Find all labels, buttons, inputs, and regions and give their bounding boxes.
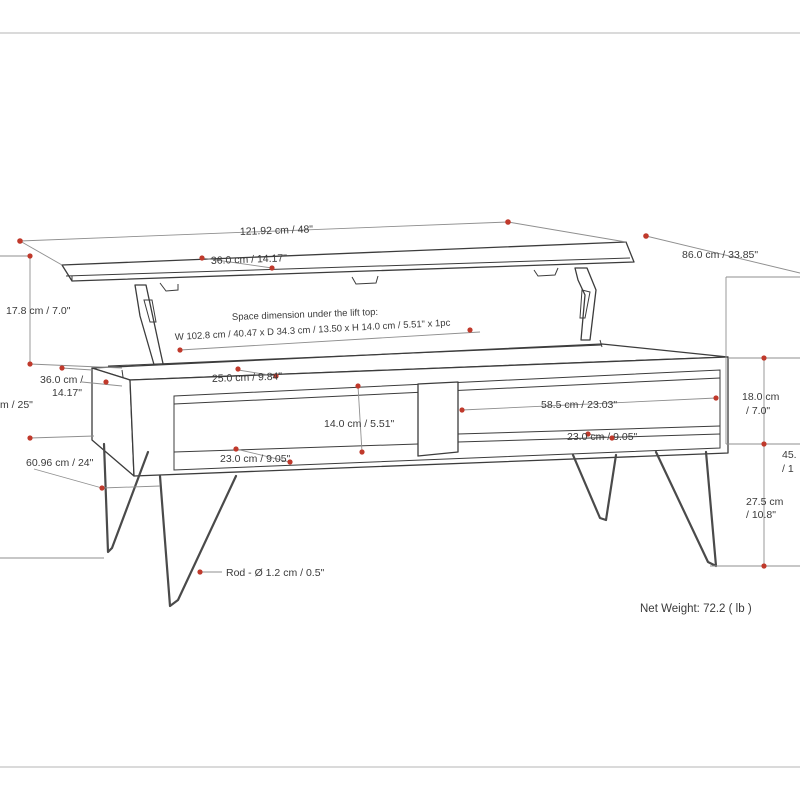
right-shelf-depth-label: 23.0 cm / 9.05" xyxy=(567,431,638,443)
total-height-left-label: m / 25" xyxy=(0,399,33,411)
lower-top-depth-label-2: 14.17" xyxy=(52,387,82,399)
overall-length-label: 121.92 cm / 48" xyxy=(240,223,314,238)
body-width-label: 60.96 cm / 24" xyxy=(26,457,94,469)
hairpin-leg-back-right xyxy=(571,453,618,522)
leg-height-label-2: / 10.8" xyxy=(746,509,776,521)
compartment-height-label: 14.0 cm / 5.51" xyxy=(324,418,395,430)
dimension-labels: 121.92 cm / 48" 36.0 cm / 14.17" 86.0 cm… xyxy=(0,223,797,615)
total-height-right-label: 45. xyxy=(782,449,797,461)
space-title-label: Space dimension under the lift top: xyxy=(232,307,379,323)
top-inner-width-label: 25.0 cm / 9.84" xyxy=(212,371,283,385)
cabinet-side xyxy=(91,367,135,477)
dimension-lines xyxy=(0,219,800,575)
lift-top xyxy=(61,241,635,292)
rod-label: Rod - Ø 1.2 cm / 0.5" xyxy=(226,567,325,579)
coffee-table-drawing xyxy=(61,241,729,608)
right-compartment-width-label: 58.5 cm / 23.03" xyxy=(541,399,617,411)
cabinet-height-label: 18.0 cm xyxy=(742,391,780,403)
cabinet-height-label-2: / 7.0" xyxy=(746,405,770,417)
space-dims-label: W 102.8 cm / 40.47 x D 34.3 cm / 13.50 x… xyxy=(175,318,451,343)
leg-height-label: 27.5 cm xyxy=(746,496,784,508)
left-shelf-depth-label: 23.0 cm / 9.05" xyxy=(220,453,291,465)
hairpin-leg-back-left xyxy=(102,442,150,554)
lift-mechanism-right xyxy=(574,267,597,341)
hairpin-leg-front-left xyxy=(158,474,238,608)
top-depth-label: 36.0 cm / 14.17" xyxy=(211,252,288,267)
total-height-right-label-2: / 1 xyxy=(782,463,794,475)
net-weight-label: Net Weight: 72.2 ( lb ) xyxy=(640,603,752,615)
overall-depth-label: 86.0 cm / 33.85" xyxy=(682,249,758,261)
lower-top-depth-label: 36.0 cm / xyxy=(40,374,83,386)
hairpin-leg-front-right xyxy=(654,450,718,568)
cabinet-front xyxy=(129,356,729,477)
lift-height-label: 17.8 cm / 7.0" xyxy=(6,305,71,317)
lift-mechanism-left xyxy=(134,284,165,369)
